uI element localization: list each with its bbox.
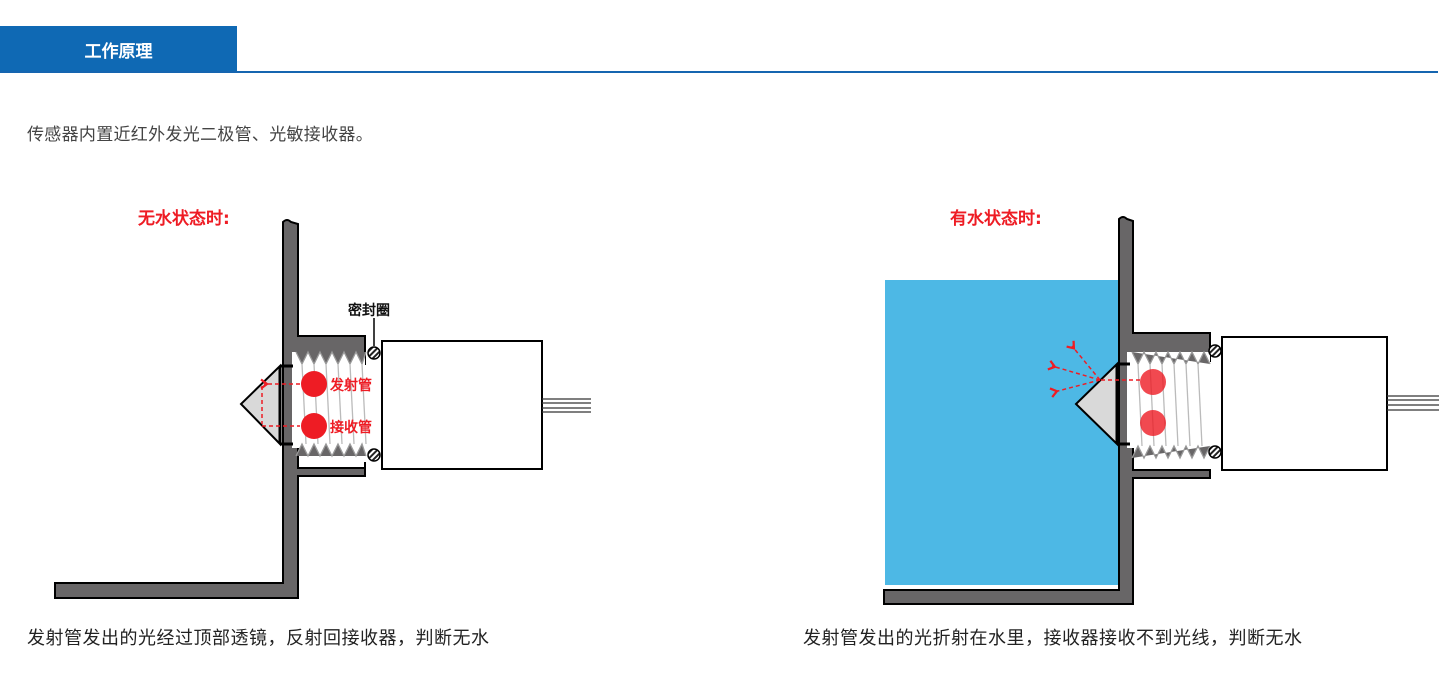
lens-cone xyxy=(239,363,281,447)
sensor-body xyxy=(1221,336,1388,471)
thread-lines xyxy=(295,350,367,458)
emitter-led xyxy=(1140,369,1166,395)
seal-ring-bottom xyxy=(1208,445,1222,459)
intro-text: 传感器内置近红外发光二极管、光敏接收器。 xyxy=(27,125,373,145)
seal-label: 密封圈 xyxy=(347,302,390,319)
no-water-diagram: 密封圈 发射管 接收管 xyxy=(54,219,591,599)
no-water-state-label: 无水状态时: xyxy=(138,209,230,229)
tank-wall xyxy=(54,219,366,599)
sensor-wires xyxy=(1387,395,1439,411)
header-divider xyxy=(0,71,1438,73)
section-tab-working-principle[interactable]: 工作原理 xyxy=(0,26,237,72)
tank-wall xyxy=(883,216,1211,605)
sensor-body xyxy=(381,340,543,470)
water-caption: 发射管发出的光折射在水里，接收器接收不到光线，判断无水 xyxy=(803,628,1303,649)
no-water-caption: 发射管发出的光经过顶部透镜，反射回接收器，判断无水 xyxy=(27,628,490,649)
receiver-led xyxy=(1140,410,1166,436)
reflection-path xyxy=(260,378,300,427)
seal-ring-bottom xyxy=(367,448,381,462)
water-diagram xyxy=(883,216,1439,605)
section-tab-label: 工作原理 xyxy=(84,41,153,62)
water-area xyxy=(885,280,1119,585)
water-state-label: 有水状态时: xyxy=(950,209,1042,229)
refraction-rays xyxy=(1047,340,1140,398)
sensor-wires xyxy=(542,398,591,413)
emitter-label: 发射管 xyxy=(329,377,372,394)
seal-ring-top xyxy=(367,346,381,360)
seal-ring-top xyxy=(1208,344,1222,358)
emitter-led xyxy=(301,371,327,397)
receiver-led xyxy=(301,413,327,439)
receiver-label: 接收管 xyxy=(330,419,372,436)
